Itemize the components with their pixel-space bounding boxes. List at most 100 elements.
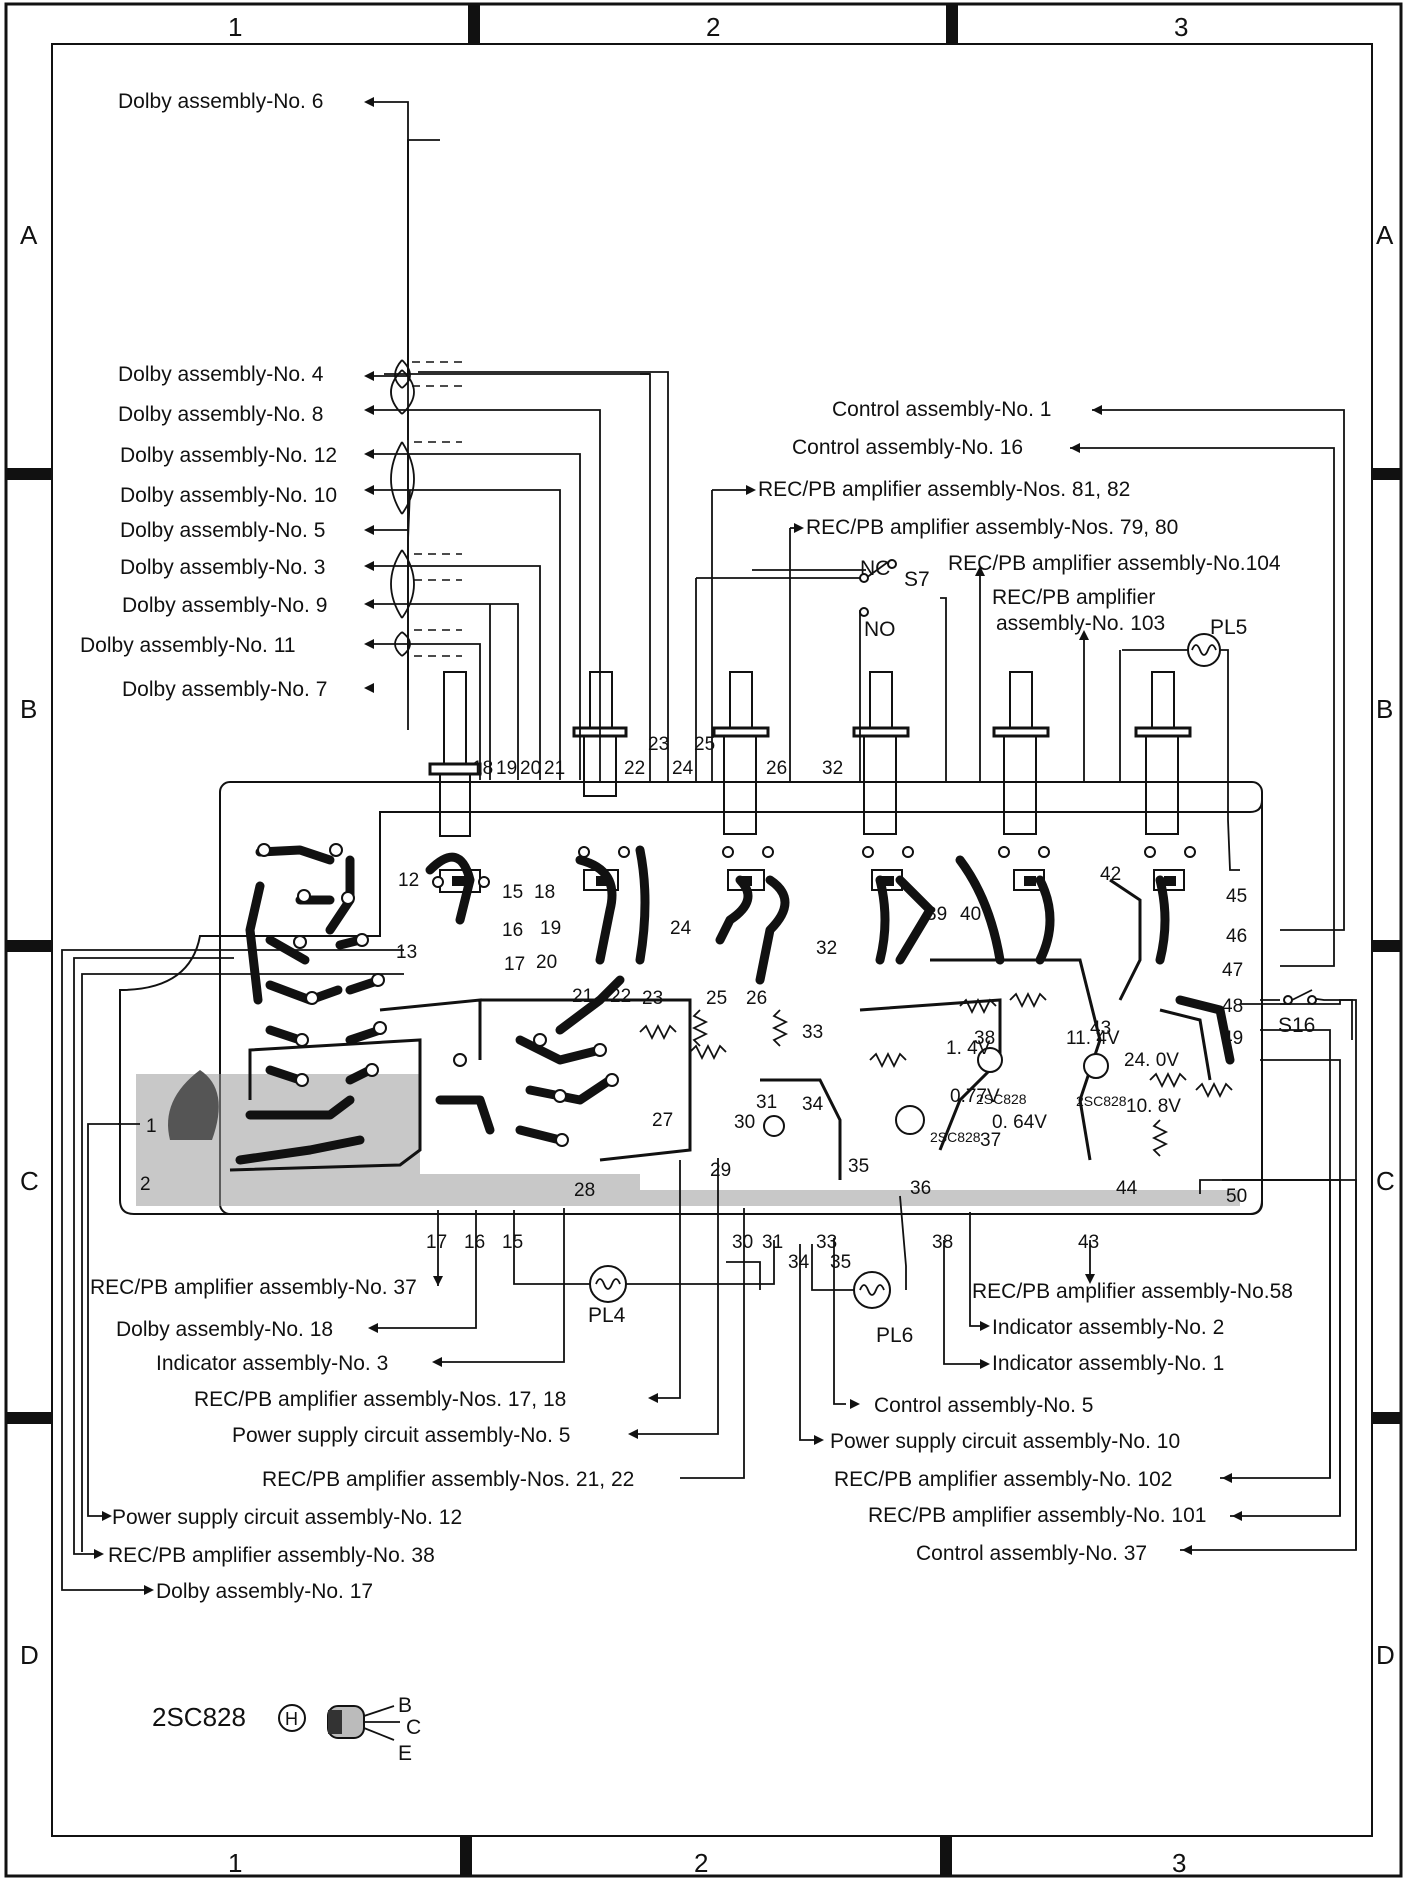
pad-18: 18 — [534, 882, 555, 903]
legend-transistor-type: 2SC828 — [152, 1702, 246, 1732]
pad-23: 23 — [642, 988, 663, 1009]
pad-13: 13 — [396, 942, 417, 963]
label-indicator-2: Indicator assembly-No. 2 — [992, 1316, 1224, 1339]
terminal-33-bottom: 33 — [816, 1232, 837, 1253]
pad-19: 19 — [540, 918, 561, 939]
legend-pin-b: B — [398, 1694, 412, 1717]
pad-43: 43 — [1090, 1018, 1111, 1039]
pad-33: 33 — [802, 1022, 823, 1043]
s7-nc-label: NC — [860, 557, 890, 580]
ground-plane — [136, 1074, 1240, 1206]
pl6-label: PL6 — [876, 1324, 913, 1347]
terminal-22: 22 — [624, 758, 645, 779]
pl5-label: PL5 — [1210, 616, 1247, 639]
zone-col-3-top: 3 — [1174, 12, 1188, 42]
pad-29: 29 — [710, 1160, 731, 1181]
pad-21: 21 — [572, 986, 593, 1007]
pad-24: 24 — [670, 918, 692, 939]
terminal-43-bottom: 43 — [1078, 1232, 1099, 1253]
wires-control — [695, 409, 1357, 1551]
q602-label: 2SC828 — [976, 1091, 1027, 1107]
wires-bottom — [61, 949, 1091, 1591]
pl4-lamp — [589, 1265, 627, 1303]
pad-31: 31 — [756, 1092, 777, 1113]
label-rec-58: REC/PB amplifier assembly-No.58 — [972, 1280, 1293, 1303]
zone-col-1-top: 1 — [228, 12, 242, 42]
label-dolby-17: Dolby assembly-No. 17 — [156, 1580, 373, 1603]
zone-row-d-left: D — [20, 1640, 39, 1670]
resistors — [639, 991, 1233, 1157]
pad-35: 35 — [848, 1156, 869, 1177]
lamps: PL4 PL6 PL5 — [588, 616, 1247, 1347]
label-dolby-3: Dolby assembly-No. 3 — [120, 556, 325, 579]
arrowheads — [94, 97, 1242, 1595]
zone-row-b-right: B — [1376, 694, 1393, 724]
pad-45: 45 — [1226, 886, 1247, 907]
label-control-37: Control assembly-No. 37 — [916, 1542, 1147, 1565]
label-rec-81-82: REC/PB amplifier assembly-Nos. 81, 82 — [758, 478, 1130, 501]
terminal-38-bottom: 38 — [932, 1232, 953, 1253]
label-rec-17-18: REC/PB amplifier assembly-Nos. 17, 18 — [194, 1388, 566, 1411]
label-ps-5: Power supply circuit assembly-No. 5 — [232, 1424, 570, 1447]
legend-pin-c: C — [406, 1716, 421, 1739]
label-dolby-8: Dolby assembly-No. 8 — [118, 403, 323, 426]
label-dolby-10: Dolby assembly-No. 10 — [120, 484, 337, 507]
q603-label: 2SC828 — [1076, 1093, 1127, 1109]
terminal-18: 18 — [472, 758, 493, 779]
label-rec-104: REC/PB amplifier assembly-No.104 — [948, 552, 1281, 575]
pad-46: 46 — [1226, 926, 1247, 947]
terminal-34-bottom: 34 — [788, 1252, 810, 1273]
switch-s7: NC NO S7 — [859, 557, 930, 641]
pad-50: 50 — [1226, 1186, 1247, 1207]
label-rec-79-80: REC/PB amplifier assembly-Nos. 79, 80 — [806, 516, 1178, 539]
pad-27: 27 — [652, 1110, 673, 1131]
page-frame — [4, 2, 1403, 1878]
wires-dolby — [370, 101, 669, 782]
copper-traces — [229, 845, 1235, 1180]
zone-col-2-top: 2 — [706, 12, 720, 42]
q601-label: 2SC828 — [930, 1129, 981, 1145]
pad-12: 12 — [398, 870, 419, 891]
terminal-35-bottom: 35 — [830, 1252, 851, 1273]
pad-32: 32 — [816, 938, 837, 959]
voltage-064v: 0. 64V — [992, 1112, 1047, 1133]
zone-row-b-left: B — [20, 694, 37, 724]
pad-36: 36 — [910, 1178, 931, 1199]
zone-row-c-right: C — [1376, 1166, 1395, 1196]
pl5-lamp — [1187, 633, 1221, 667]
s7-label: S7 — [904, 568, 930, 591]
s7-no-label: NO — [864, 618, 896, 641]
label-dolby-12: Dolby assembly-No. 12 — [120, 444, 337, 467]
zone-row-c-left: C — [20, 1166, 39, 1196]
zone-row-a-right: A — [1376, 220, 1394, 250]
zone-col-2-bottom: 2 — [694, 1848, 708, 1878]
voltage-077v: 0.77V — [950, 1086, 1000, 1107]
label-dolby-11: Dolby assembly-No. 11 — [80, 634, 296, 657]
label-ps-10: Power supply circuit assembly-No. 10 — [830, 1430, 1180, 1453]
terminal-31-bottom: 31 — [762, 1232, 783, 1253]
terminal-20: 20 — [520, 758, 541, 779]
pad-15: 15 — [502, 882, 523, 903]
pad-39: 39 — [926, 904, 947, 925]
label-indicator-1: Indicator assembly-No. 1 — [992, 1352, 1224, 1375]
pot-5 — [992, 671, 1050, 891]
pot-6 — [1134, 671, 1192, 891]
terminal-23: 23 — [648, 734, 669, 755]
label-rec-103-line1: REC/PB amplifier — [992, 586, 1155, 609]
pad-38: 38 — [974, 1028, 995, 1049]
label-ps-12: Power supply circuit assembly-No. 12 — [112, 1506, 462, 1529]
pad-40: 40 — [960, 904, 981, 925]
pad-48: 48 — [1222, 996, 1243, 1017]
label-rec-38: REC/PB amplifier assembly-No. 38 — [108, 1544, 435, 1567]
label-indicator-3: Indicator assembly-No. 3 — [156, 1352, 388, 1375]
zone-col-1-bottom: 1 — [228, 1848, 242, 1878]
switch-s16: S16 — [1278, 995, 1317, 1037]
legend-suffix: H — [285, 1709, 298, 1729]
label-rec-102: REC/PB amplifier assembly-No. 102 — [834, 1468, 1172, 1491]
pad-47: 47 — [1222, 960, 1243, 981]
zone-col-3-bottom: 3 — [1172, 1848, 1186, 1878]
pad-22: 22 — [610, 986, 631, 1007]
pl6-lamp — [853, 1271, 891, 1309]
pad-25: 25 — [706, 988, 727, 1009]
